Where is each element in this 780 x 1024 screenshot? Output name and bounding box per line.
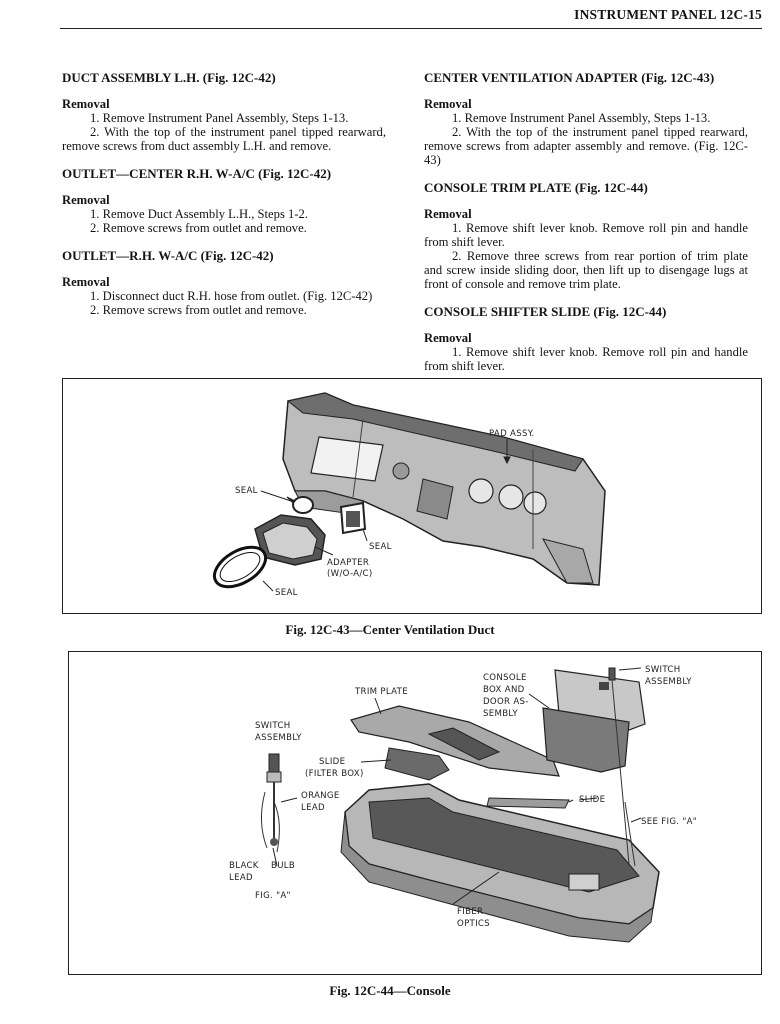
subheading-removal: Removal [62, 97, 110, 111]
label-adapter: ADAPTER [327, 558, 369, 568]
illustration-console: TRIM PLATE CONSOLE BOX AND DOOR AS- SEMB… [229, 665, 697, 943]
label-switch-assembly-left: SWITCH [255, 721, 291, 731]
subheading-removal: Removal [424, 331, 472, 345]
step-text: 1. Remove Instrument Panel Assembly, Ste… [452, 111, 711, 125]
figure-console: TRIM PLATE CONSOLE BOX AND DOOR AS- SEMB… [68, 651, 762, 975]
label-seal-bottom: SEAL [275, 588, 298, 598]
trim-plate-drawing [350, 705, 560, 781]
figure-43-caption: Fig. 12C-43—Center Ventilation Duct [285, 622, 495, 637]
label-bulb: BULB [271, 861, 295, 871]
subheading-removal: Removal [424, 97, 472, 111]
fig-a-detail-drawing [261, 753, 282, 853]
section-heading: OUTLET—R.H. W-A/C (Fig. 12C-42) [62, 248, 274, 263]
figure-44-caption: Fig. 12C-44—Console [329, 983, 451, 998]
leader-lines [272, 667, 642, 905]
adapter-drawing [212, 496, 367, 589]
section-heading: DUCT ASSEMBLY L.H. (Fig. 12C-42) [62, 70, 276, 85]
illustration-instrument-panel: PAD ASSY. SEAL SEAL ADAPTER (W/O-A/C) SE… [212, 392, 606, 598]
figure-center-ventilation-duct: PAD ASSY. SEAL SEAL ADAPTER (W/O-A/C) SE… [62, 378, 762, 614]
label-slide-filter-box: SLIDE [319, 757, 345, 767]
page-header: INSTRUMENT PANEL 12C-15 [60, 6, 762, 29]
step-text: 1. Remove shift lever knob. Remove roll … [424, 345, 748, 373]
subheading-removal: Removal [62, 193, 110, 207]
label-black-lead-line2: LEAD [229, 873, 253, 883]
label-orange-lead-line2: LEAD [301, 803, 325, 813]
section-heading: OUTLET—CENTER R.H. W-A/C (Fig. 12C-42) [62, 166, 332, 181]
label-black-lead: BLACK [229, 861, 259, 871]
console-base-drawing [340, 783, 660, 943]
step-text: 2. Remove screws from outlet and remove. [90, 303, 307, 317]
label-adapter-note: (W/O-A/C) [327, 569, 373, 579]
label-fig-a: FIG. "A" [255, 891, 291, 901]
step-text: 1. Remove Duct Assembly L.H., Steps 1-2. [90, 207, 308, 221]
label-console-box-line4: SEMBLY [483, 709, 518, 719]
leader-lines [260, 439, 511, 592]
label-trim-plate: TRIM PLATE [354, 687, 408, 697]
label-fiber-optics-line2: OPTICS [457, 919, 490, 929]
page-header-title: INSTRUMENT PANEL 12C-15 [574, 7, 762, 22]
step-text: 2. With the top of the instrument panel … [424, 125, 748, 167]
label-orange-lead: ORANGE [301, 791, 340, 801]
label-switch-assembly-right-line2: ASSEMBLY [645, 677, 692, 687]
label-see-fig-a: SEE FIG. "A" [641, 817, 697, 827]
switch-assembly-drawing [608, 667, 636, 867]
label-pad-assy: PAD ASSY. [489, 429, 535, 439]
label-seal-right: SEAL [369, 542, 392, 552]
label-seal-top: SEAL [235, 486, 258, 496]
step-text: 1. Remove Instrument Panel Assembly, Ste… [90, 111, 349, 125]
section-heading: CENTER VENTILATION ADAPTER (Fig. 12C-43) [424, 70, 715, 85]
console-box-drawing [542, 669, 646, 773]
section-heading: CONSOLE SHIFTER SLIDE (Fig. 12C-44) [424, 304, 667, 319]
slide-drawing [486, 797, 570, 809]
step-text: 1. Disconnect duct R.H. hose from outlet… [90, 289, 373, 303]
right-column: CENTER VENTILATION ADAPTER (Fig. 12C-43)… [424, 70, 748, 373]
label-slide: SLIDE [579, 795, 605, 805]
label-slide-filter-box-line2: (FILTER BOX) [305, 769, 364, 779]
label-switch-assembly-right: SWITCH [645, 665, 681, 675]
step-text: 2. Remove three screws from rear portion… [424, 249, 748, 291]
label-switch-assembly-left-line2: ASSEMBLY [255, 733, 302, 743]
label-fiber-optics: FIBER [457, 907, 483, 917]
section-heading: CONSOLE TRIM PLATE (Fig. 12C-44) [424, 180, 648, 195]
label-console-box-line3: DOOR AS- [483, 697, 529, 707]
label-console-box: CONSOLE [483, 673, 527, 683]
step-text: 2. With the top of the instrument panel … [62, 125, 386, 153]
step-text: 1. Remove shift lever knob. Remove roll … [424, 221, 748, 249]
step-text: 2. Remove screws from outlet and remove. [90, 221, 307, 235]
left-column: DUCT ASSEMBLY L.H. (Fig. 12C-42) Removal… [62, 70, 386, 317]
label-console-box-line2: BOX AND [483, 685, 525, 695]
subheading-removal: Removal [62, 275, 110, 289]
subheading-removal: Removal [424, 207, 472, 221]
instrument-panel-drawing [282, 392, 606, 586]
